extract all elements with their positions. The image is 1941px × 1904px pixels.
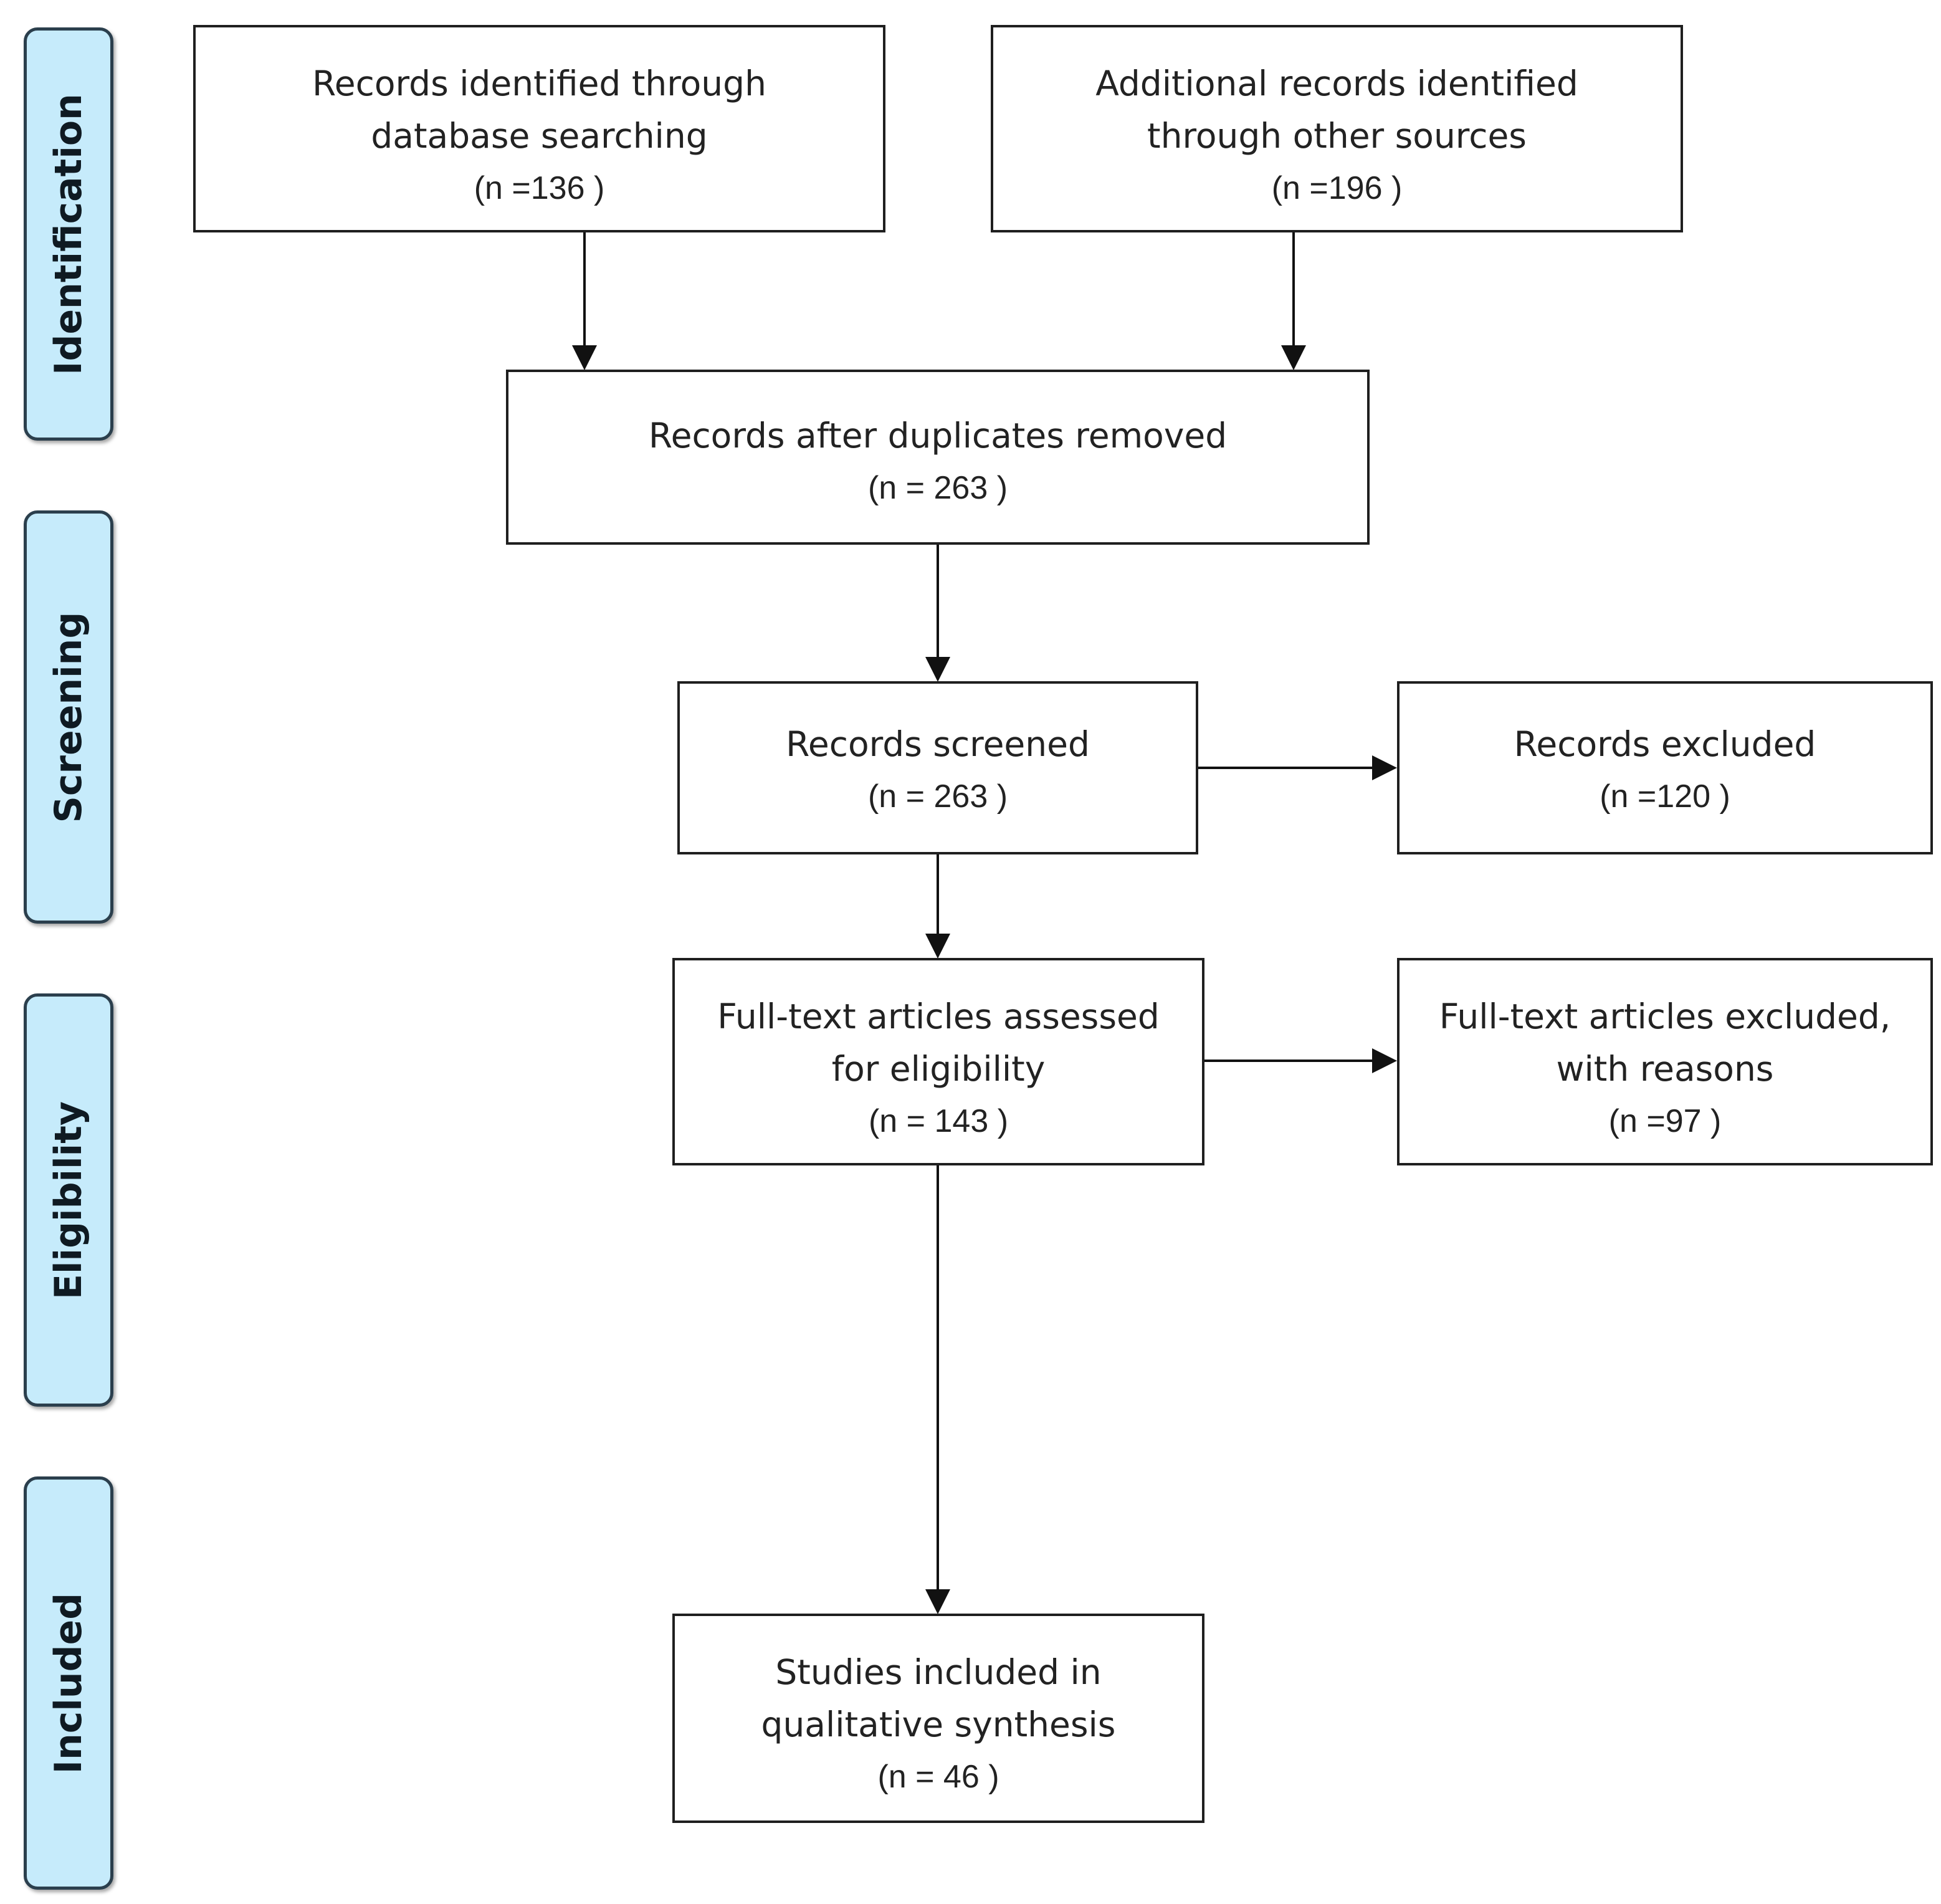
phase-included: Included (24, 1476, 113, 1890)
phase-eligibility: Eligibility (24, 993, 113, 1407)
box-after-duplicates-line-1: Records after duplicates removed (648, 416, 1228, 456)
box-database-records-line-1: Records identified through (312, 64, 766, 103)
box-fulltext-assessed: Full-text articles assessed for eligibil… (672, 958, 1204, 1165)
box-fulltext-excluded: Full-text articles excluded, with reason… (1397, 958, 1933, 1165)
phase-identification: Identification (24, 27, 113, 441)
box-records-excluded-count: (n =120 ) (1600, 778, 1730, 815)
box-fulltext-assessed-line-1: Full-text articles assessed (717, 997, 1160, 1036)
box-studies-included-line-2: qualitative synthesis (761, 1705, 1116, 1744)
box-fulltext-excluded-count: (n =97 ) (1608, 1103, 1722, 1139)
box-fulltext-excluded-line-1: Full-text articles excluded, (1439, 997, 1891, 1036)
box-database-records: Records identified through database sear… (193, 25, 885, 232)
box-other-sources-count: (n =196 ) (1271, 170, 1403, 206)
box-records-screened-line-1: Records screened (786, 724, 1090, 764)
phase-screening: Screening (24, 510, 113, 924)
box-records-excluded-line-1: Records excluded (1514, 724, 1816, 764)
box-fulltext-assessed-count: (n = 143 ) (868, 1103, 1009, 1139)
box-database-records-count: (n =136 ) (474, 170, 605, 206)
box-studies-included: Studies included in qualitative synthesi… (672, 1614, 1204, 1823)
box-records-screened: Records screened (n = 263 ) (677, 681, 1198, 854)
box-other-sources-line-2: through other sources (1147, 116, 1527, 156)
box-records-screened-count: (n = 263 ) (867, 778, 1008, 815)
box-studies-included-line-1: Studies included in (775, 1652, 1102, 1692)
box-fulltext-excluded-line-2: with reasons (1556, 1049, 1774, 1089)
box-fulltext-assessed-line-2: for eligibility (831, 1049, 1046, 1089)
box-after-duplicates-count: (n = 263 ) (867, 470, 1008, 506)
box-other-sources: Additional records identified through ot… (991, 25, 1683, 232)
box-after-duplicates: Records after duplicates removed (n = 26… (506, 370, 1370, 545)
box-other-sources-line-1: Additional records identified (1095, 64, 1578, 103)
box-records-excluded: Records excluded (n =120 ) (1397, 681, 1933, 854)
box-studies-included-count: (n = 46 ) (877, 1759, 999, 1795)
box-database-records-line-2: database searching (371, 116, 708, 156)
